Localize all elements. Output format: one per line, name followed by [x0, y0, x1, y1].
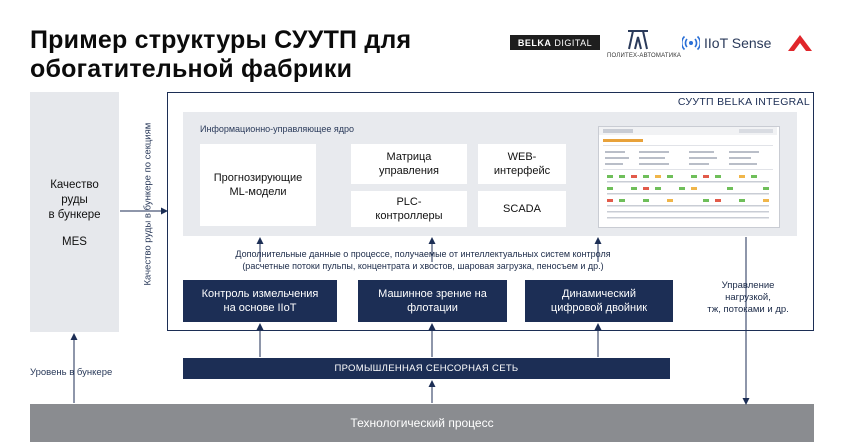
info-line-2: (расчетные потоки пульпы, концентрата и … — [242, 261, 604, 271]
plc-box: PLC-контроллеры — [351, 191, 467, 227]
twin-line-1: Динамический — [562, 288, 636, 300]
grinding-line-1: Контроль измельчения — [201, 288, 319, 300]
matrix-line-2: управления — [379, 165, 439, 177]
dashboard-screenshot — [598, 126, 780, 228]
web-line-1: WEB- — [507, 151, 537, 163]
title-line-2: обогатительной фабрики — [30, 55, 353, 83]
mes-block — [30, 92, 119, 332]
system-label: СУУТП BELKA INTEGRAL — [677, 96, 810, 108]
mes-label: MES — [62, 236, 87, 248]
matrix-line-1: Матрица — [386, 151, 432, 163]
belka-logo-rest: DIGITAL — [554, 37, 593, 48]
dashboard-thumbnail-image — [599, 127, 777, 219]
ore-quality-sections-label: Качество руды в бункере по секциям — [142, 122, 154, 286]
politech-logo-icon — [628, 30, 648, 50]
web-interface-box: WEB-интерфейс — [478, 144, 566, 184]
iiot-sense-logo: IIoT Sense — [682, 34, 771, 52]
vision-line-2: флотации — [407, 302, 458, 314]
page-title: Пример структуры СУУТП для обогатительно… — [30, 26, 411, 84]
control-core-label: Информационно-управляющее ядро — [200, 124, 354, 134]
iiot-logo-text: IIoT Sense — [704, 35, 772, 51]
signal-icon — [682, 35, 700, 51]
mes-quality-label: Качество руды в бункере — [30, 178, 119, 223]
grinding-line-2: на основе IIoT — [223, 302, 297, 314]
info-line-1: Дополнительные данные о процессе, получа… — [235, 249, 611, 259]
control-matrix-box: Матрица управления — [351, 144, 467, 184]
machine-vision-module: Машинное зрение на флотации — [358, 280, 507, 322]
web-line-2: интерфейс — [493, 165, 551, 177]
right-note-line-2: нагрузкой, — [725, 292, 771, 303]
plc-line-2: контроллеры — [375, 210, 443, 222]
twin-line-2: цифровой двойник — [550, 302, 648, 314]
belka-digital-logo: BELKA DIGITAL — [510, 35, 600, 50]
belka-logo-bold: BELKA — [517, 37, 552, 48]
bunker-level-note: Уровень в бункере — [30, 367, 113, 378]
ml-line-1: Прогнозирующие — [213, 172, 303, 184]
mes-line-2: руды — [61, 194, 88, 206]
process-bar: Технологический процесс — [30, 404, 814, 442]
politech-logo-text: ПОЛИТЕХ-АВТОМАТИКА — [607, 53, 682, 59]
plc-line-1: PLC- — [396, 196, 422, 208]
mes-line-3: в бункере — [48, 209, 101, 221]
vision-line-1: Машинное зрение на — [378, 288, 487, 300]
load-control-note: Управление нагрузкой, тж, потоками и др. — [702, 280, 794, 316]
mes-line-1: Качество — [50, 179, 99, 191]
digital-twin-module: Динамический цифровой двойник — [525, 280, 673, 322]
scada-box: SCADA — [478, 191, 566, 227]
right-note-line-3: тж, потоками и др. — [707, 304, 789, 315]
red-triangle-logo — [788, 35, 812, 51]
right-note-line-1: Управление — [721, 280, 775, 291]
title-line-1: Пример структуры СУУТП для — [30, 26, 412, 54]
ml-line-2: ML-модели — [229, 186, 287, 198]
additional-data-note: Дополнительные данные о процессе, получа… — [183, 248, 663, 272]
sensor-network-bar: ПРОМЫШЛЕННАЯ СЕНСОРНАЯ СЕТЬ — [183, 358, 670, 379]
grinding-control-module: Контроль измельчения на основе IIoT — [183, 280, 337, 322]
